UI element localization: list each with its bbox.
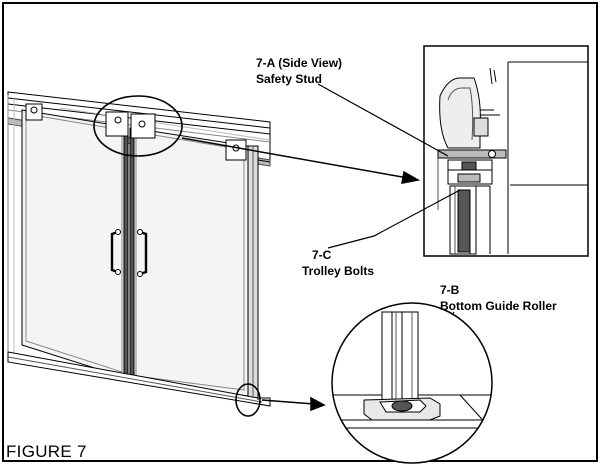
- trolley-center: [105, 111, 156, 139]
- figure-frame: [2, 2, 598, 462]
- label-7a-subtitle: Safety Stud: [256, 72, 323, 86]
- label-7a-title: 7-A (Side View): [256, 56, 343, 70]
- trolley-right: [225, 139, 247, 161]
- detail-7b-bottom-guide-roller: [331, 302, 493, 464]
- label-7b-subtitle: Bottom Guide Roller: [440, 299, 557, 313]
- label-7c-title: 7-C: [312, 248, 332, 262]
- detail-7a-side-view: [423, 45, 589, 257]
- callout-ellipse-top: [93, 95, 183, 157]
- label-7b-title: 7-B: [440, 283, 460, 297]
- door-assembly: [7, 91, 271, 417]
- trolley-left: [25, 103, 43, 121]
- right-door-panel: [131, 127, 249, 397]
- label-7c-subtitle: Trolley Bolts: [302, 264, 375, 278]
- callout-arrows: [181, 137, 421, 412]
- callout-ellipse-bottom: [235, 383, 261, 417]
- figure-caption: FIGURE 7: [6, 442, 87, 461]
